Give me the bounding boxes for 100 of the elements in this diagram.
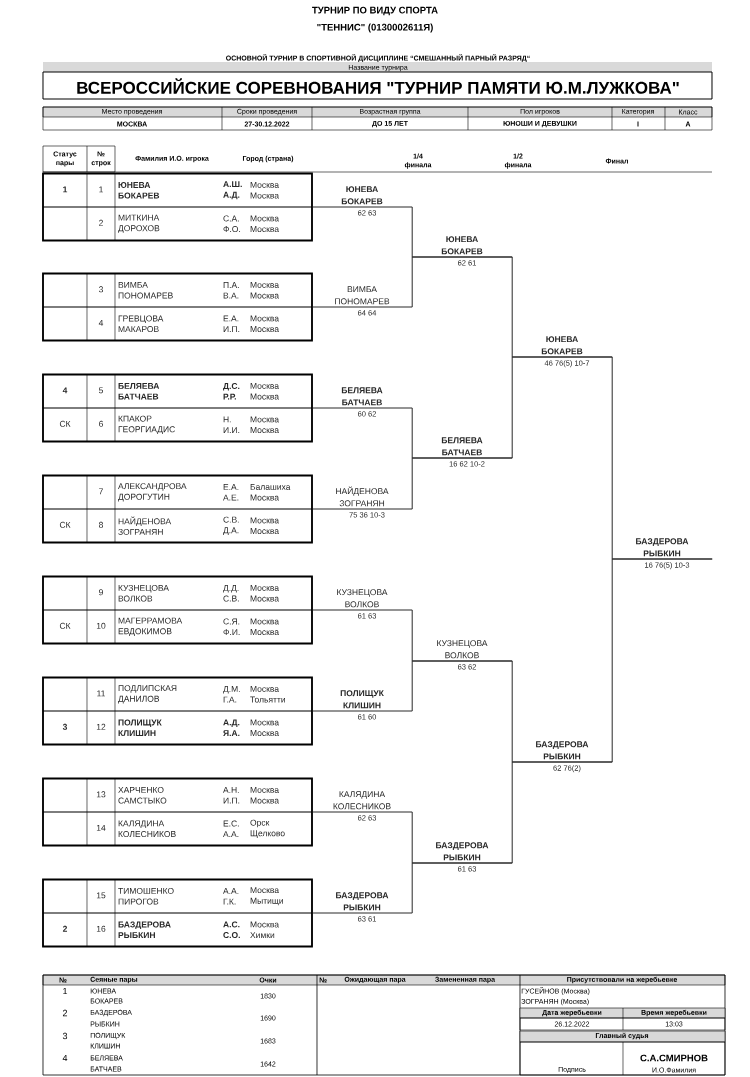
player-initials: Е.А. bbox=[223, 484, 239, 490]
row-number: 16 bbox=[96, 925, 106, 932]
city-name: Москва bbox=[250, 517, 279, 524]
player-name: МИТКИНА bbox=[118, 214, 160, 221]
player-row bbox=[42, 407, 313, 442]
row-number: 12 bbox=[96, 723, 106, 730]
city-name: Москва bbox=[250, 226, 279, 233]
player-row bbox=[42, 912, 313, 947]
player-name: ДОРОГУТИН bbox=[118, 493, 170, 502]
player-name: БАЗДЕРОВА bbox=[118, 921, 171, 930]
pair-status: СК bbox=[59, 420, 71, 427]
pair-status: СК bbox=[59, 521, 71, 528]
player-initials: С.О. bbox=[223, 932, 240, 939]
player-name: РЫБКИН bbox=[118, 932, 155, 939]
player-name: ЗОГРАНЯН bbox=[339, 500, 384, 507]
city-name: Москва bbox=[250, 629, 279, 636]
city-name: Москва bbox=[250, 326, 279, 333]
player-name: ПОЛИЩУК bbox=[118, 719, 162, 728]
player-name: КАЛЯДИНА bbox=[118, 820, 165, 828]
row-number: 6 bbox=[99, 420, 103, 427]
player-row bbox=[42, 677, 313, 712]
city-name: Химки bbox=[250, 932, 275, 938]
city-name: Москва bbox=[250, 393, 279, 400]
city-name: Москва bbox=[250, 427, 279, 434]
player-initials: В.А. bbox=[223, 292, 239, 299]
city-name: Москва bbox=[250, 528, 279, 535]
city-name: Москва bbox=[250, 215, 279, 222]
player-name: ПИРОГОВ bbox=[118, 898, 159, 905]
player-initials: А.Ш. bbox=[223, 181, 242, 188]
player-row bbox=[42, 173, 313, 208]
player-name: САМСТЫКО bbox=[118, 797, 167, 804]
player-initials: Д.М. bbox=[223, 686, 240, 694]
bracket-line bbox=[411, 256, 513, 308]
row-number: 9 bbox=[99, 589, 103, 596]
row-number: 4 bbox=[98, 319, 104, 326]
player-row bbox=[42, 273, 313, 308]
pair-status: 2 bbox=[62, 925, 68, 932]
player-initials: А.Д. bbox=[223, 719, 240, 728]
player-initials: Д.А. bbox=[223, 527, 239, 535]
row-number: 5 bbox=[99, 387, 103, 394]
player-name: МАГЕРРАМОВА bbox=[118, 617, 183, 624]
row-number: 13 bbox=[96, 791, 106, 798]
header-text: ТУРНИР ПО ВИДУ СПОРТА bbox=[312, 6, 438, 16]
city-name: Москва bbox=[250, 797, 279, 804]
player-row bbox=[42, 710, 313, 745]
row-number: 15 bbox=[96, 892, 106, 899]
player-initials: Н. bbox=[223, 416, 231, 423]
player-name: КУЗНЕЦОВА bbox=[337, 589, 388, 597]
player-row bbox=[42, 778, 313, 813]
player-name: КУЗНЕЦОВА bbox=[118, 584, 169, 593]
player-name: АЛЕКСАНДРОВА bbox=[118, 483, 187, 491]
player-initials: Е.С. bbox=[223, 820, 239, 827]
city-name: Москва bbox=[250, 719, 279, 726]
seed-number: 2 bbox=[62, 1009, 68, 1017]
pair-status: СК bbox=[59, 622, 71, 629]
player-row bbox=[42, 306, 313, 341]
city-name: Москва bbox=[250, 383, 279, 389]
player-initials: А.Е. bbox=[223, 494, 239, 501]
player-row bbox=[42, 811, 313, 846]
judge-name: С.А.СМИРНОВ bbox=[640, 1054, 708, 1062]
player-name: БЕЛЯЕВА bbox=[341, 387, 383, 394]
player-initials: И.П. bbox=[223, 326, 240, 332]
player-name: КАЛЯДИНА bbox=[339, 791, 386, 799]
row-number: 10 bbox=[96, 622, 106, 629]
row-number: 8 bbox=[99, 521, 103, 528]
city-name: Москва bbox=[250, 416, 279, 423]
player-row bbox=[42, 475, 313, 510]
player-initials: С.В. bbox=[223, 516, 239, 523]
city-name: Москва bbox=[250, 192, 279, 199]
bracket-line bbox=[312, 306, 413, 308]
bracket-line bbox=[312, 710, 413, 712]
player-name: РЫБКИН bbox=[343, 904, 381, 911]
row-number: 11 bbox=[97, 690, 105, 697]
player-name: ВОЛКОВ bbox=[345, 601, 379, 608]
player-name: КУЗНЕЦОВА bbox=[437, 640, 488, 648]
player-initials: Ф.И. bbox=[223, 629, 240, 636]
tournament-title: ВСЕРОССИЙСКИЕ СОРЕВНОВАНИЯ "ТУРНИР ПАМЯТИ Ю.М.ЛУЖКОВА" bbox=[77, 78, 679, 94]
player-initials: Г.А. bbox=[223, 696, 237, 703]
city-name: Мытищи bbox=[250, 897, 283, 906]
city-name: Москва bbox=[250, 787, 279, 793]
player-initials: Я.А. bbox=[223, 730, 240, 736]
seed-number: 3 bbox=[62, 1032, 68, 1040]
city-name: Москва bbox=[250, 618, 279, 625]
city-name: Москва bbox=[250, 282, 279, 288]
player-name: ДАНИЛОВ bbox=[118, 695, 160, 704]
bracket-line bbox=[511, 356, 613, 459]
city-name: Щелково bbox=[250, 830, 285, 838]
player-name: ВОЛКОВ bbox=[445, 652, 479, 659]
player-initials: Г.К. bbox=[223, 898, 236, 905]
player-name: КЛИШИН bbox=[343, 702, 381, 709]
player-name: ЮНЕВА bbox=[546, 336, 578, 343]
player-initials: А.А. bbox=[223, 888, 239, 894]
player-name: БАТЧАЕВ bbox=[342, 399, 382, 406]
player-initials: А.Д. bbox=[223, 191, 240, 200]
city-name: Балашиха bbox=[250, 484, 291, 490]
pair-status: 4 bbox=[62, 387, 68, 394]
player-name: ВИМБА bbox=[118, 282, 148, 288]
player-row bbox=[42, 206, 313, 241]
player-name: КОЛЕСНИКОВ bbox=[333, 803, 391, 810]
player-row bbox=[42, 879, 313, 914]
